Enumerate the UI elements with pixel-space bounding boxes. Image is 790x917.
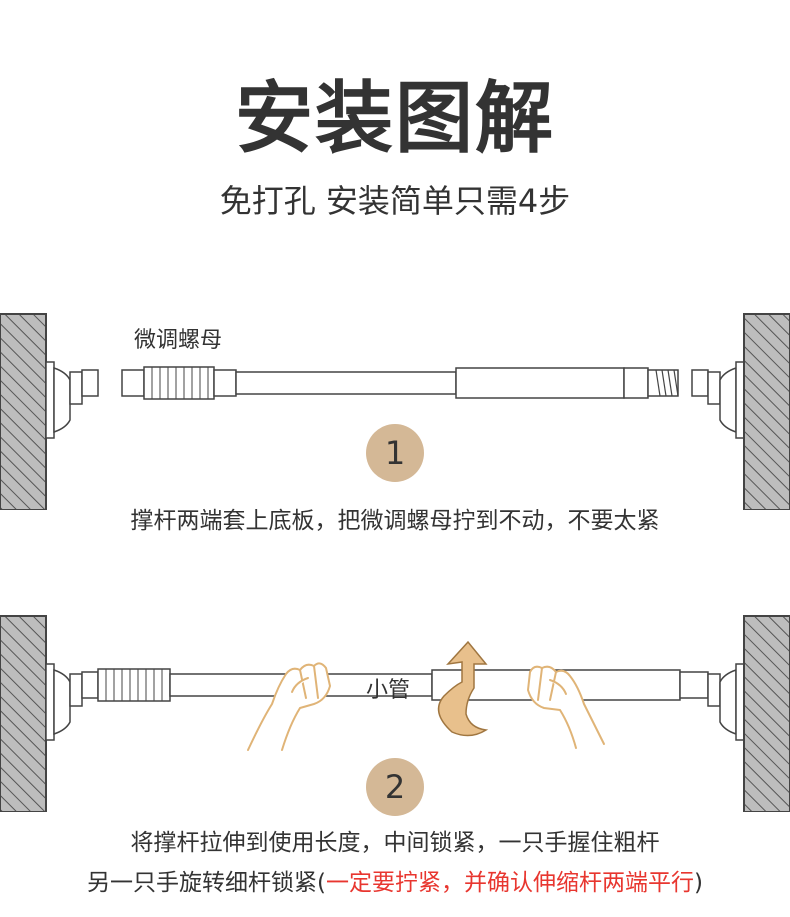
step1-number: 1	[366, 424, 424, 482]
left-wall	[0, 313, 47, 510]
step1-caption: 撑杆两端套上底板，把微调螺母拧到不动，不要太紧	[130, 508, 660, 534]
step2-diagram	[0, 615, 790, 812]
right-wall	[743, 313, 790, 510]
rotation-arrow-icon	[437, 640, 489, 737]
step2-caption-line1: 将撑杆拉伸到使用长度，中间锁紧，一只手握住粗杆	[130, 830, 660, 856]
left-base-plate	[45, 361, 99, 439]
right-base-plate	[707, 663, 745, 741]
step2-warning-text: 一定要拧紧，并确认伸缩杆两端平行	[326, 870, 694, 896]
thin-tube	[235, 371, 457, 395]
right-base-plate	[691, 361, 745, 439]
step2-caption-line2: 另一只手旋转细杆锁紧(一定要拧紧，并确认伸缩杆两端平行)	[0, 870, 790, 898]
page-subtitle: 免打孔 安装简单只需4步	[219, 182, 571, 220]
step2-caption-suffix: )	[694, 870, 703, 896]
thick-tube	[455, 367, 625, 399]
fine-tune-nut	[121, 366, 237, 400]
thread-end	[647, 369, 679, 397]
left-wall	[0, 615, 47, 812]
left-hand	[247, 662, 331, 751]
nut-assembled	[81, 668, 171, 702]
step2-caption-prefix: 另一只手旋转细杆锁紧(	[87, 870, 326, 896]
right-hand	[527, 665, 605, 749]
right-wall	[743, 615, 790, 812]
step2-number: 2	[366, 758, 424, 816]
small-tube-label: 小管	[366, 678, 411, 703]
step1-diagram	[0, 313, 790, 510]
nut-label: 微调螺母	[134, 328, 223, 353]
left-base-plate	[45, 663, 83, 741]
page-title: 安装图解	[234, 74, 555, 164]
